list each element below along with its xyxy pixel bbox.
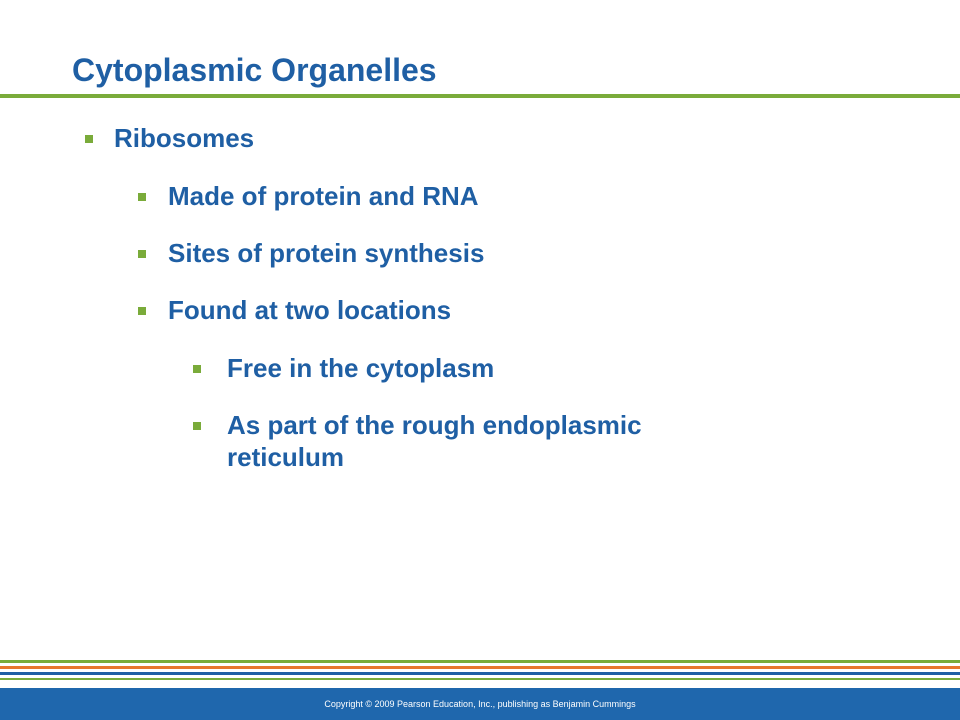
bullet-two-locations: Found at two locations bbox=[138, 294, 451, 326]
copyright-text: Copyright © 2009 Pearson Education, Inc.… bbox=[324, 699, 636, 709]
bullet-made-of-protein: Made of protein and RNA bbox=[138, 180, 479, 212]
stripe-green bbox=[0, 660, 960, 663]
stripe-orange bbox=[0, 666, 960, 669]
bullet-text: Sites of protein synthesis bbox=[168, 238, 485, 268]
square-bullet-icon bbox=[138, 307, 146, 315]
bullet-text: Free in the cytoplasm bbox=[227, 353, 495, 383]
square-bullet-icon bbox=[138, 193, 146, 201]
bullet-text: Made of protein and RNA bbox=[168, 181, 479, 211]
square-bullet-icon bbox=[85, 135, 93, 143]
bullet-text: Found at two locations bbox=[168, 295, 452, 325]
bullet-free-in-cytoplasm: Free in the cytoplasm bbox=[193, 352, 753, 384]
bullet-text: Ribosomes bbox=[114, 123, 255, 153]
stripe-green-lower bbox=[0, 678, 960, 680]
footer-bar: Copyright © 2009 Pearson Education, Inc.… bbox=[0, 688, 960, 720]
square-bullet-icon bbox=[193, 422, 201, 430]
bullet-text: As part of the rough endoplasmic reticul… bbox=[227, 410, 642, 472]
bullet-sites-of-synthesis: Sites of protein synthesis bbox=[138, 237, 484, 269]
title-underline-rule bbox=[0, 94, 960, 98]
slide-title: Cytoplasmic Organelles bbox=[72, 52, 437, 88]
bullet-ribosomes: Ribosomes bbox=[85, 122, 254, 154]
bullet-rough-er: As part of the rough endoplasmic reticul… bbox=[193, 409, 753, 473]
square-bullet-icon bbox=[138, 250, 146, 258]
square-bullet-icon bbox=[193, 365, 201, 373]
stripe-blue bbox=[0, 672, 960, 675]
